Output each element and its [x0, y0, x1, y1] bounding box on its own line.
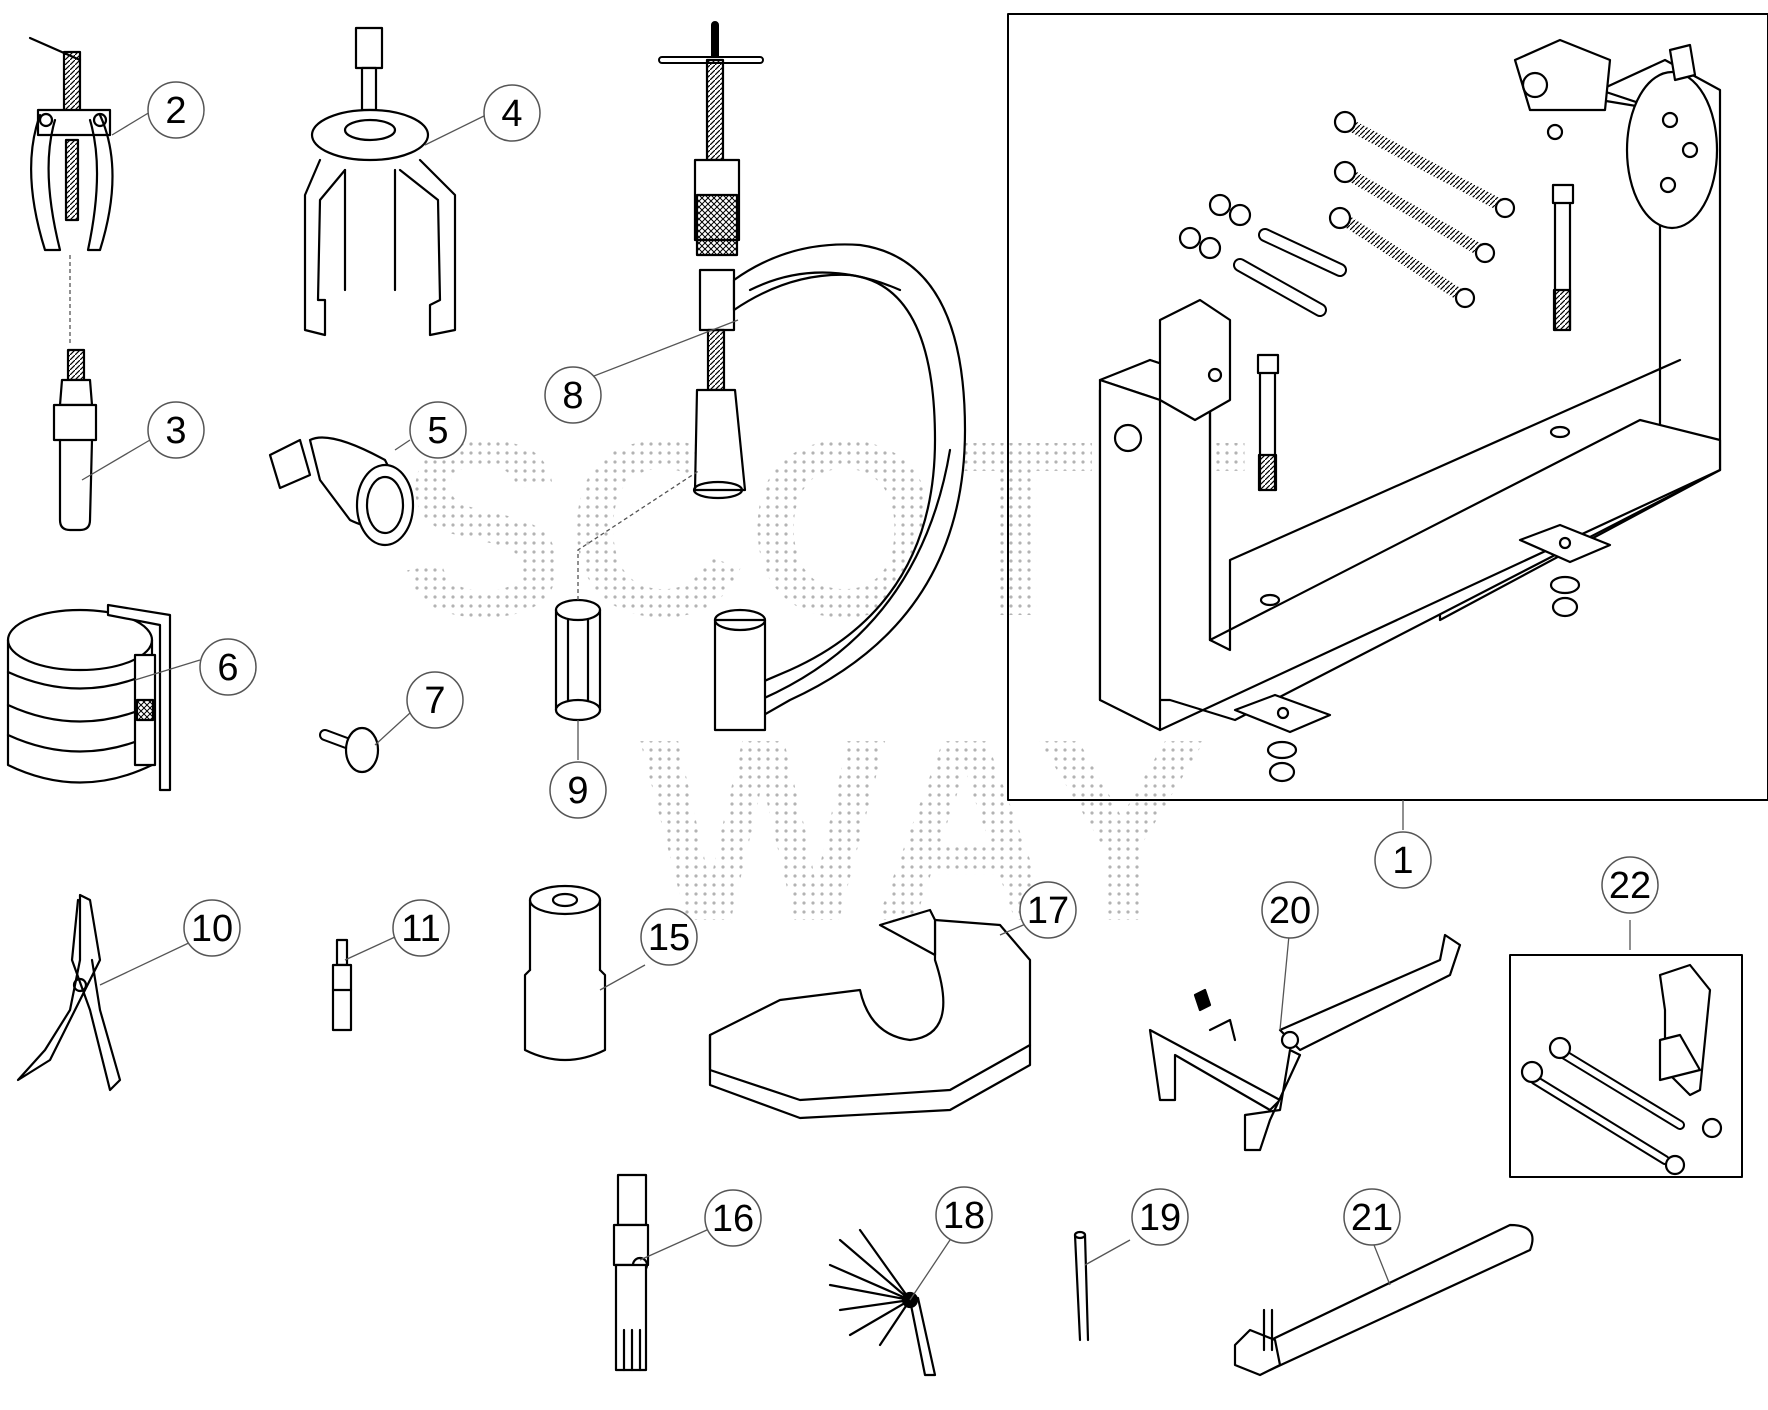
callout-16: 16	[704, 1189, 762, 1247]
callout-7: 7	[406, 671, 464, 729]
drift-pin-part-11	[331, 938, 353, 1032]
callout-15: 15	[640, 908, 698, 966]
callout-20: 20	[1261, 881, 1319, 939]
callout-6-label: 6	[217, 647, 238, 689]
callout-19: 19	[1131, 1188, 1189, 1246]
circlip-pliers-part-10	[16, 893, 122, 1092]
callout-8: 8	[544, 366, 602, 424]
callout-22: 22	[1601, 856, 1659, 914]
callout-2-label: 2	[165, 90, 186, 132]
pin-part-7	[319, 726, 380, 774]
callout-11: 11	[392, 899, 450, 957]
part-22-frame-box	[1509, 954, 1743, 1178]
callout-19-label: 19	[1139, 1197, 1181, 1239]
callout-17: 17	[1019, 881, 1077, 939]
callout-20-label: 20	[1269, 890, 1311, 932]
callout-10: 10	[183, 899, 241, 957]
callout-5-label: 5	[427, 410, 448, 452]
bearing-puller-part-4	[303, 26, 457, 337]
pin-spanner-part-21	[1233, 1223, 1534, 1377]
callout-9-label: 9	[567, 770, 588, 812]
valve-adapter-part-9	[554, 598, 602, 722]
callout-21: 21	[1343, 1188, 1401, 1246]
callout-2: 2	[147, 81, 205, 139]
callout-4-label: 4	[501, 93, 522, 135]
callout-18-label: 18	[943, 1195, 985, 1237]
piston-ring-compressor-part-6	[6, 603, 172, 792]
callout-5: 5	[409, 401, 467, 459]
callout-22-label: 22	[1609, 865, 1651, 907]
callout-18: 18	[935, 1186, 993, 1244]
callout-8-label: 8	[562, 375, 583, 417]
slide-hammer-part-3	[52, 348, 98, 532]
socket-part-15	[523, 884, 607, 1062]
part-1-frame-box	[1007, 13, 1768, 801]
callout-10-label: 10	[191, 908, 233, 950]
callout-15-label: 15	[648, 917, 690, 959]
valve-spring-compressor-part-8	[658, 21, 967, 732]
holding-tool-part-20	[1148, 933, 1462, 1152]
feeler-gauge-part-18	[828, 1228, 937, 1377]
callout-9: 9	[549, 761, 607, 819]
puller-part-2	[28, 36, 114, 252]
callouts: 1 2 3 4 5 6 7 8 9 10 11 15 16 17 18 19 2…	[147, 81, 1659, 1247]
callout-17-label: 17	[1027, 890, 1069, 932]
callout-1: 1	[1374, 831, 1432, 889]
callout-3-label: 3	[165, 410, 186, 452]
callout-21-label: 21	[1351, 1197, 1393, 1239]
callout-11-label: 11	[401, 908, 440, 950]
engine-stand-part-1	[1007, 13, 1768, 801]
spark-plug-wrench-part-16	[612, 1173, 650, 1372]
pin-part-19	[1073, 1230, 1090, 1342]
support-block-part-17	[708, 908, 1032, 1120]
callout-1-label: 1	[1392, 840, 1413, 882]
callout-3: 3	[147, 401, 205, 459]
callout-6: 6	[199, 638, 257, 696]
bracket-kit-part-22	[1509, 954, 1743, 1178]
socket-adapter-part-5	[268, 436, 415, 547]
callout-4: 4	[483, 84, 541, 142]
callout-7-label: 7	[424, 680, 445, 722]
callout-16-label: 16	[712, 1198, 754, 1240]
